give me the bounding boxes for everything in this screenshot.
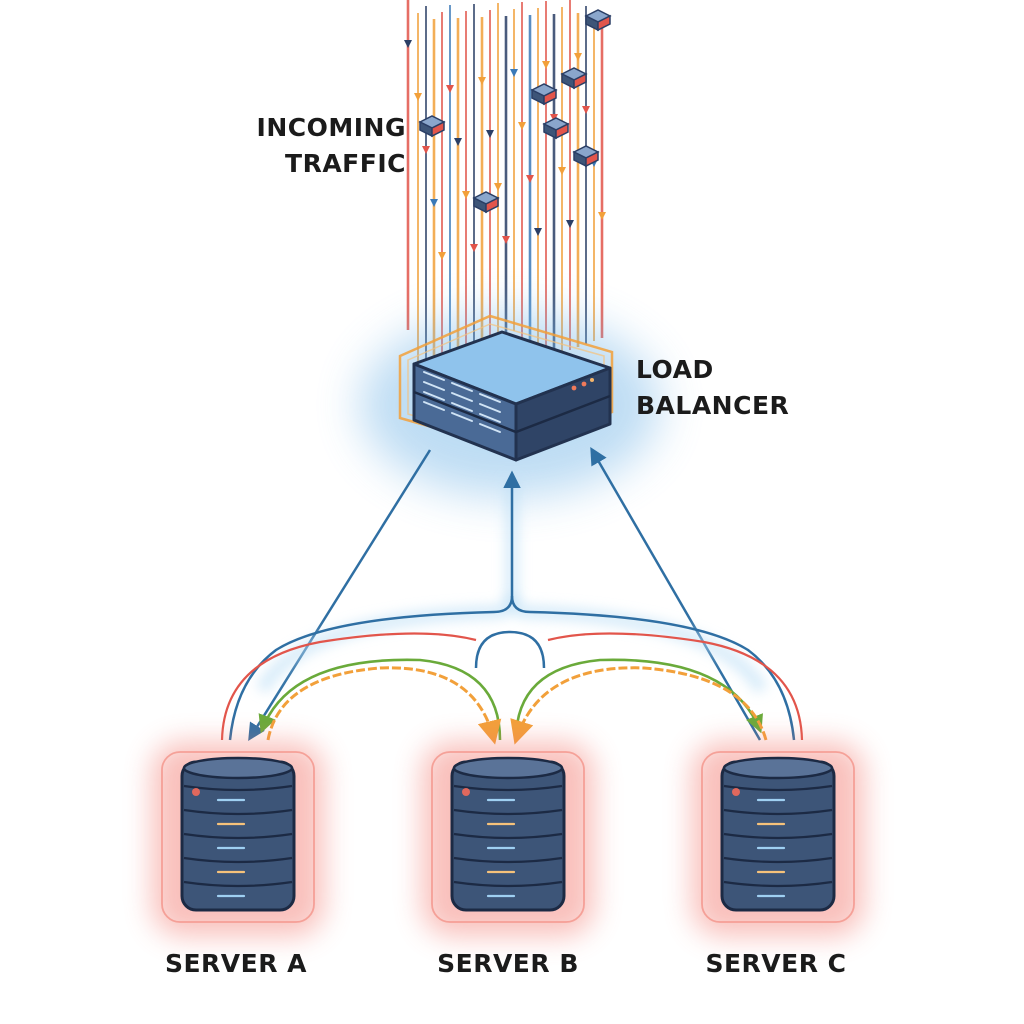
load-balancer-label-line1: LOAD [636, 355, 714, 384]
link-red-left [220, 632, 477, 741]
traffic-arrow [470, 244, 478, 252]
incoming-traffic-label-line2: TRAFFIC [285, 149, 406, 178]
traffic-arrow [510, 69, 518, 77]
traffic-arrow [526, 175, 534, 183]
link-hump [474, 630, 546, 669]
packet-icon [472, 191, 500, 214]
traffic-arrow [558, 167, 566, 175]
traffic-arrow [454, 138, 462, 146]
packet-icon [572, 145, 600, 168]
incoming-traffic-streams [404, 0, 612, 368]
traffic-arrow [518, 122, 526, 130]
link-green-right [514, 658, 763, 741]
incoming-traffic-label: INCOMING TRAFFIC [250, 110, 406, 182]
link-red-right [547, 632, 804, 741]
server-a-label: SERVER A [164, 949, 308, 978]
packet-icon [542, 117, 570, 140]
traffic-arrow [582, 106, 590, 114]
traffic-arrow [462, 191, 470, 199]
link-lb-server-a-diagonal [248, 449, 432, 741]
traffic-arrow [404, 40, 412, 48]
link-trunk-right [510, 595, 796, 741]
server-b-label: SERVER B [437, 949, 579, 978]
server-a-icon [152, 742, 324, 936]
traffic-arrow [574, 53, 582, 61]
server-group [152, 742, 864, 936]
traffic-arrow [414, 93, 422, 101]
traffic-arrow [502, 236, 510, 244]
traffic-arrow [550, 114, 558, 122]
link-orange-left [266, 666, 502, 745]
traffic-arrow [446, 85, 454, 93]
traffic-arrow [542, 61, 550, 69]
load-balancer-label-line2: BALANCER [636, 391, 790, 420]
incoming-traffic-label-line1: INCOMING [256, 113, 406, 142]
traffic-arrow [478, 77, 486, 85]
packet-icon [530, 83, 558, 106]
load-balancer-label: LOAD BALANCER [636, 352, 789, 424]
distribution-links [220, 446, 804, 745]
packet-icon [584, 9, 612, 32]
link-orange-right [510, 666, 768, 745]
traffic-arrow [430, 199, 438, 207]
traffic-arrow [534, 228, 542, 236]
link-green-left [258, 658, 502, 741]
packet-icon [418, 115, 446, 138]
load-balancer-frame [398, 314, 614, 454]
packet-icon [560, 67, 588, 90]
traffic-arrow [566, 220, 574, 228]
link-trunk-left [228, 595, 514, 741]
server-c-label: SERVER C [705, 949, 847, 978]
server-b-icon [422, 742, 594, 936]
traffic-arrow [494, 183, 502, 191]
traffic-arrow [422, 146, 430, 154]
traffic-arrow [598, 212, 606, 220]
server-c-icon [692, 742, 864, 936]
load-balancer-node [360, 313, 660, 497]
traffic-arrow [486, 130, 494, 138]
traffic-arrow [438, 252, 446, 260]
